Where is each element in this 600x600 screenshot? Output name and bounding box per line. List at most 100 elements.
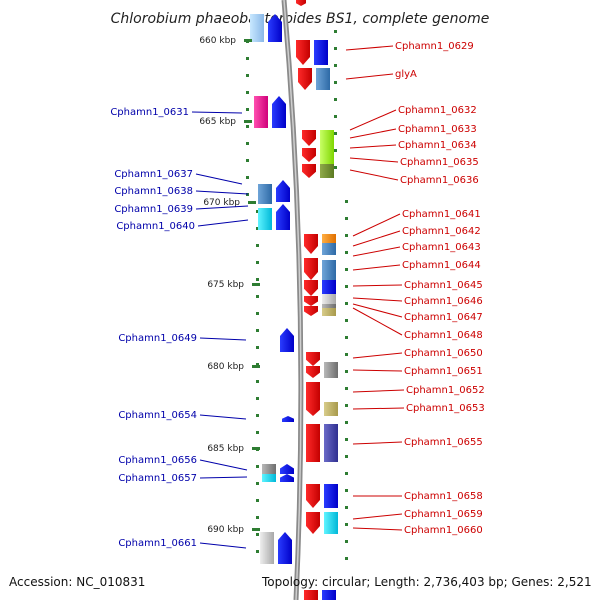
gene-0651a (306, 366, 320, 378)
gene-0643 (322, 243, 336, 255)
right-leader-line (349, 169, 399, 181)
right-leader-line (349, 128, 397, 139)
left-leader-line (199, 337, 247, 341)
left-gene-label: Cphamn1_0661 (118, 538, 197, 549)
right-leader-line (352, 441, 403, 445)
right-gene-label: Cphamn1_0655 (404, 437, 483, 448)
tick-dot (256, 414, 259, 417)
gene-0659a (306, 512, 320, 534)
gene-0627 (250, 14, 264, 42)
tick-columns (246, 30, 348, 560)
tick-dot (246, 74, 249, 77)
tick-dot (345, 540, 348, 543)
tick-dot (345, 217, 348, 220)
tick-dot (256, 278, 259, 281)
gene-0638 (276, 180, 290, 202)
kbp-label: 670 kbp (203, 198, 240, 208)
gene-0654 (282, 416, 294, 422)
tick-dot (345, 251, 348, 254)
gene-0635 (320, 150, 334, 164)
gene-0629 (314, 40, 328, 65)
kbp-label: 690 kbp (207, 525, 244, 535)
right-gene-label: Cphamn1_0644 (402, 260, 481, 271)
tick-dot (345, 336, 348, 339)
gene-0651 (324, 362, 338, 378)
tick-dot (256, 533, 259, 536)
gene-0659 (324, 512, 338, 524)
right-leader-line (352, 297, 403, 302)
kbp-label: 685 kbp (207, 444, 244, 454)
gene-glyA (316, 68, 330, 90)
right-gene-label: Cphamn1_0629 (395, 41, 474, 52)
left-gene-label: Cphamn1_0656 (118, 455, 197, 466)
gene-0636b (302, 164, 316, 178)
tick-dot (256, 380, 259, 383)
left-leader-line (197, 219, 249, 227)
tick-dot (256, 312, 259, 315)
right-leader-line (352, 230, 401, 247)
right-leader-line (349, 109, 397, 131)
gene-0653 (306, 402, 320, 416)
left-gene-label: Cphamn1_0657 (118, 473, 197, 484)
kbp-label: 665 kbp (199, 117, 236, 127)
tick-dot (246, 91, 249, 94)
gene-0661a (260, 532, 274, 564)
tick-dot (256, 295, 259, 298)
left-gene-label: Cphamn1_0638 (114, 186, 193, 197)
left-gene-labels: Cphamn1_0631Cphamn1_0637Cphamn1_0638Cpha… (110, 107, 197, 549)
tick-dot (334, 115, 337, 118)
kbp-label: 660 kbp (199, 36, 236, 46)
kbp-tick (244, 120, 252, 123)
kbp-tick (252, 283, 260, 286)
gene-0656 (262, 464, 276, 474)
gene-0631b (272, 96, 286, 128)
tick-dot (345, 285, 348, 288)
tick-dot (256, 431, 259, 434)
right-gene-label: Cphamn1_0646 (404, 296, 483, 307)
tick-dot (345, 455, 348, 458)
right-leader-line (352, 527, 403, 531)
left-leader-line (199, 476, 248, 479)
tick-dot (256, 397, 259, 400)
left-leader-line (199, 459, 248, 471)
gene-0657 (262, 474, 276, 482)
chromosome-backbone (281, 0, 304, 600)
accession-text: Accession: NC_010831 (9, 575, 145, 589)
tick-dot (246, 142, 249, 145)
tick-dot (345, 234, 348, 237)
tick-dot (256, 329, 259, 332)
tick-dot (246, 159, 249, 162)
tick-dot (345, 370, 348, 373)
left-leader-line (191, 111, 243, 114)
gene-0646 (322, 294, 336, 304)
left-leader-line (199, 414, 247, 420)
gene-0655a (306, 424, 320, 462)
gene-0650 (306, 352, 320, 366)
right-gene-label: Cphamn1_0651 (404, 366, 483, 377)
map-title: Chlorobium phaeobacteroides BS1, complet… (111, 11, 490, 27)
tick-dot (345, 353, 348, 356)
tick-dot (256, 550, 259, 553)
topology-text: Topology: circular; Length: 2,736,403 bp… (261, 575, 592, 589)
gene-0629a (296, 40, 310, 65)
tick-dot (256, 346, 259, 349)
gene-0645 (322, 280, 336, 294)
tick-dot (345, 404, 348, 407)
gene-0648b (322, 308, 336, 316)
left-leader-line (199, 542, 247, 549)
gene-0649 (280, 328, 294, 352)
tick-dot (345, 319, 348, 322)
gene-0652 (306, 382, 320, 402)
right-leader-line (352, 513, 403, 520)
tick-dot (345, 268, 348, 271)
tick-dot (256, 499, 259, 502)
tick-dot (246, 176, 249, 179)
tick-dot (345, 523, 348, 526)
right-gene-label: Cphamn1_0658 (404, 491, 483, 502)
left-gene-label: Cphamn1_0631 (110, 107, 189, 118)
tick-dot (256, 210, 259, 213)
right-gene-label: Cphamn1_0636 (400, 175, 479, 186)
tick-dot (345, 200, 348, 203)
gene-0637 (258, 184, 272, 204)
